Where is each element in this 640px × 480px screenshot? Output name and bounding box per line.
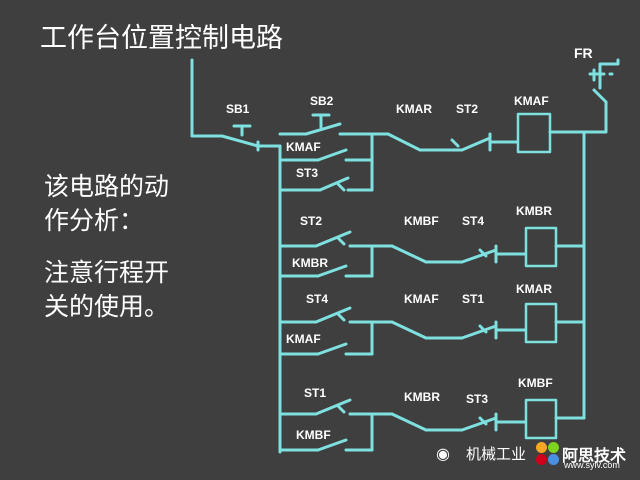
row4-st1-contact: [278, 398, 374, 416]
row3-st1-label: ST1: [462, 292, 485, 306]
row1-coil-label: KMAF: [514, 94, 549, 108]
note-line-3: 注意行程开: [44, 258, 170, 287]
sb2-label: SB2: [310, 94, 334, 108]
row4-kmbr-contact: [390, 412, 464, 432]
row3-st4-contact: [278, 306, 374, 324]
row2-coil-label: KMBR: [516, 204, 552, 218]
row4-kmbr-label: KMBR: [404, 390, 440, 404]
row1-st3-label: ST3: [296, 166, 319, 180]
watermark-site: 阿思技术: [562, 446, 627, 465]
row2-hold-label: KMBR: [292, 256, 328, 270]
row4-st1-label: ST1: [304, 386, 327, 400]
site-logo-icon: [536, 442, 560, 466]
fr-label: FR: [574, 45, 593, 61]
row1-kmar-contact: [386, 132, 448, 152]
row4-hold-kmbf-contact: [278, 438, 374, 452]
left-supply-rail: [190, 58, 224, 138]
row3-wire: [370, 320, 394, 356]
row1-st2-contact: [444, 132, 520, 152]
watermark-text: 机械工业: [466, 445, 527, 463]
row2-kmbr-coil: [524, 226, 558, 268]
sb1-label: SB1: [226, 102, 250, 116]
row3-st1-contact: [460, 320, 528, 340]
row1-wire: [370, 132, 390, 192]
fr-overload-contact: [582, 58, 620, 134]
row3-kmar-coil: [524, 302, 558, 344]
row1-hold-label: KMAF: [286, 140, 321, 154]
row2-st2-contact: [278, 230, 374, 248]
row3-coil-label: KMAR: [516, 282, 552, 296]
row2-wire: [370, 244, 394, 278]
row3-st4-label: ST4: [306, 292, 329, 306]
row2-kmbf-contact: [390, 244, 464, 264]
slide-title: 工作台位置控制电路: [40, 23, 283, 54]
note-line-2: 作分析：: [44, 206, 145, 235]
row1-kmar-label: KMAR: [396, 102, 432, 116]
row1-st2-label: ST2: [456, 102, 479, 116]
note-line-1: 该电路的动: [44, 172, 170, 201]
wechat-icon: ◉: [436, 444, 450, 463]
row2-hold-kmbr-contact: [278, 264, 374, 278]
row1-st3-contact: [278, 176, 374, 192]
row2-st2-label: ST2: [300, 214, 323, 228]
row4-st3-label: ST3: [466, 392, 489, 406]
row3-hold-kmaf-contact: [278, 342, 374, 356]
row3-kmaf-label: KMAF: [404, 292, 439, 306]
row4-hold-label: KMBF: [296, 428, 331, 442]
row1-kmaf-coil: [516, 112, 552, 154]
row4-wire: [370, 412, 394, 452]
sb1-switch: [220, 124, 282, 152]
row2-st4-label: ST4: [462, 214, 485, 228]
row4-kmbf-coil: [524, 398, 558, 440]
row2-st4-contact: [460, 244, 528, 264]
row4-st3-contact: [460, 412, 528, 432]
row1-hold-kmaf-contact: [278, 148, 374, 162]
row3-hold-label: KMAF: [286, 332, 321, 346]
sb2-switch: [278, 113, 374, 136]
note-line-4: 关的使用。: [44, 292, 170, 321]
row4-coil-label: KMBF: [518, 376, 553, 390]
watermark-url: www.sylv.com: [564, 460, 620, 470]
row3-kmaf-contact: [390, 320, 464, 340]
row2-kmbf-label: KMBF: [404, 214, 439, 228]
watermark: ◉ 机械工业 阿思技术 www.sylv.com: [436, 442, 636, 472]
